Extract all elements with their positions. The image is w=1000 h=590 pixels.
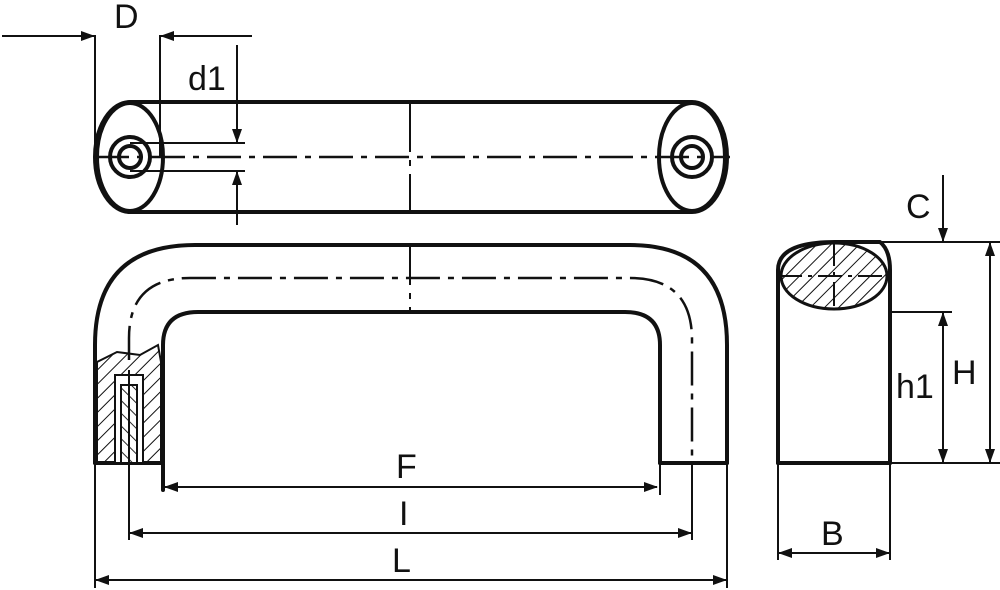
front-view-outer-contour xyxy=(93,243,729,465)
front-view: F I L xyxy=(93,243,729,588)
label-b: B xyxy=(821,515,844,553)
side-view: C h1 H B xyxy=(776,175,1000,560)
label-h1: h1 xyxy=(896,368,934,406)
front-view-centerline xyxy=(127,276,694,463)
label-d: D xyxy=(114,0,139,36)
label-l: L xyxy=(392,542,411,580)
label-c: C xyxy=(906,188,931,226)
label-f: F xyxy=(396,448,417,486)
label-h: H xyxy=(952,354,977,392)
label-d1: d1 xyxy=(188,60,226,98)
top-view: D d1 xyxy=(2,0,730,225)
label-i: I xyxy=(399,495,408,533)
front-view-inner-contour xyxy=(161,310,662,492)
